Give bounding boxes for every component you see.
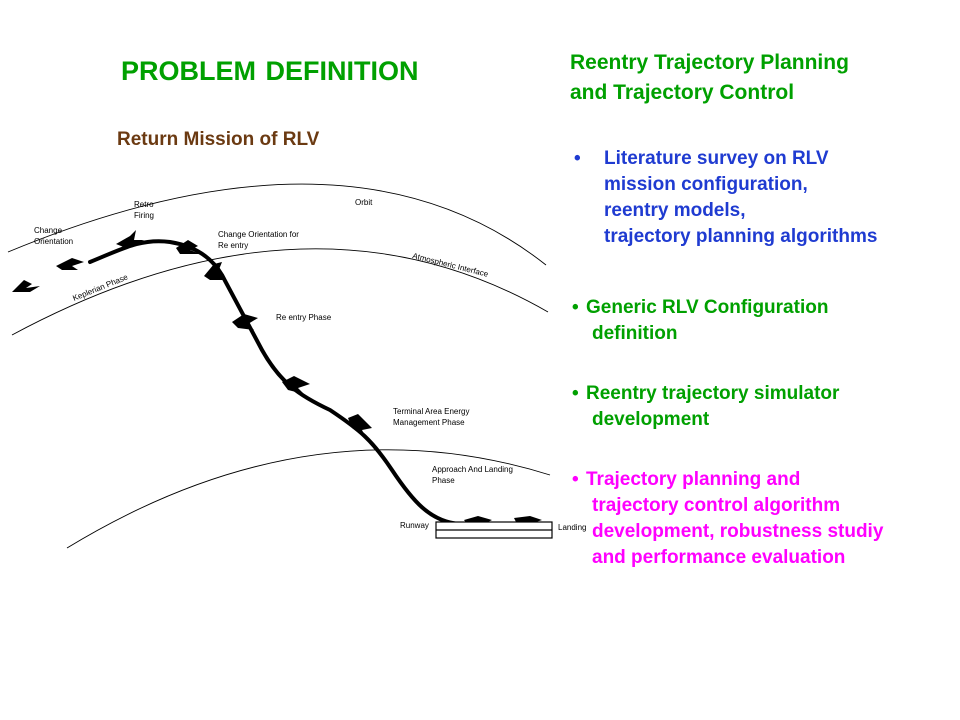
bullet-icon: • (572, 297, 579, 318)
label-orbit: Orbit (355, 198, 373, 207)
diagram-subtitle: Return Mission of RLV (117, 129, 320, 150)
label-runway: Runway (400, 521, 429, 530)
atmospheric-interface-arc (11, 248, 549, 336)
list-item-simulator-development: •Reentry trajectory simulator developmen… (572, 383, 840, 430)
label-keplerian-phase: Keplerian Phase (71, 272, 129, 303)
list-item-literature-survey: •Literature survey on RLV mission config… (574, 148, 878, 247)
label-atmospheric-interface: Atmospheric Interface (412, 251, 490, 279)
label-landing: Landing (558, 523, 586, 532)
label-change-orientation: Change Orientation (34, 226, 73, 246)
section-heading-line: Reentry Trajectory Planning (570, 51, 849, 74)
label-taem-phase: Terminal Area Energy Management Phase (393, 407, 472, 427)
bullet-icon: • (574, 148, 581, 169)
section-heading-line: and Trajectory Control (570, 81, 795, 104)
bullet-icon: • (572, 469, 579, 490)
label-reentry-phase: Re entry Phase (276, 313, 332, 322)
bullet-icon: • (572, 383, 579, 404)
vehicle-icon (12, 230, 542, 530)
runway (435, 521, 553, 539)
page-title: PROBLEM DEFINITION (121, 56, 419, 86)
label-retro-firing: Retro Firing (134, 200, 156, 220)
orbit-arc (7, 183, 547, 266)
section-heading: Reentry Trajectory Planning and Trajecto… (570, 48, 849, 108)
earth-surface-arc (66, 449, 551, 549)
label-change-orientation-reentry: Change Orientation for Re entry (218, 230, 301, 250)
label-approach-landing-phase: Approach And Landing Phase (432, 465, 515, 485)
trajectory-path (88, 239, 547, 526)
list-item-generic-configuration: •Generic RLV Configuration definition (572, 297, 829, 344)
list-item-trajectory-planning: •Trajectory planning and trajectory cont… (572, 469, 884, 568)
